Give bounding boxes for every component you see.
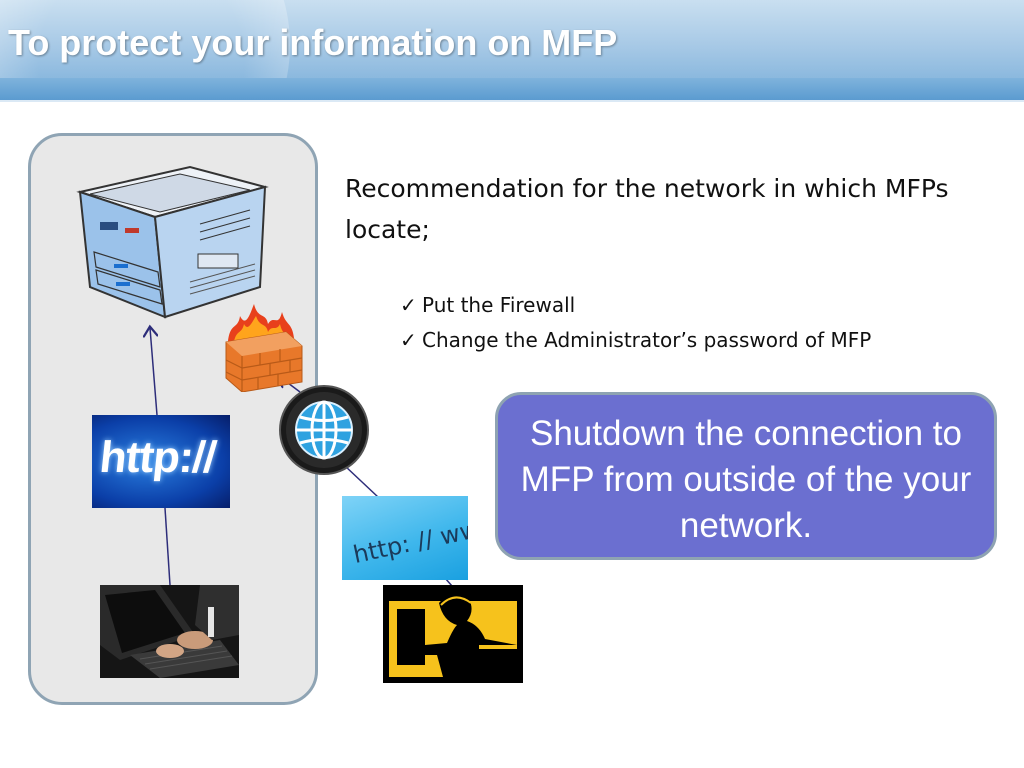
list-item-label: Put the Firewall [422, 293, 576, 317]
checkmark-icon: ✓ [400, 293, 417, 317]
recommendation-text: Recommendation for the network in which … [345, 174, 949, 244]
header-band [0, 78, 1024, 100]
mfp-printer-icon [76, 165, 269, 319]
checkmark-icon: ✓ [400, 328, 417, 352]
recommendation-list: ✓Put the Firewall ✓Change the Administra… [400, 288, 871, 358]
laptop-user-photo [100, 585, 239, 678]
slide-title: To protect your information on MFP [8, 22, 618, 63]
http-image-text: http:// [97, 433, 218, 482]
list-item-label: Change the Administrator’s password of M… [422, 328, 872, 352]
list-item: ✓Put the Firewall [400, 288, 871, 323]
hacker-silhouette-icon [383, 585, 523, 683]
line-url-to-globe [344, 465, 379, 498]
firewall-icon [225, 304, 303, 392]
http-image: http:// [92, 415, 230, 508]
url-bar-image: http: // www [342, 496, 468, 580]
list-item: ✓Change the Administrator’s password of … [400, 323, 871, 358]
callout-text: Shutdown the connection to MFP from outs… [520, 414, 972, 545]
slide-header: To protect your information on MFP [0, 0, 1024, 210]
internet-globe-icon [279, 385, 369, 475]
url-bar-image-text: http: // www [350, 510, 468, 570]
header-divider [0, 100, 1024, 102]
callout-box: Shutdown the connection to MFP from outs… [495, 392, 997, 560]
arrow-http-to-printer [150, 328, 157, 416]
line-laptop-to-http [164, 507, 171, 586]
